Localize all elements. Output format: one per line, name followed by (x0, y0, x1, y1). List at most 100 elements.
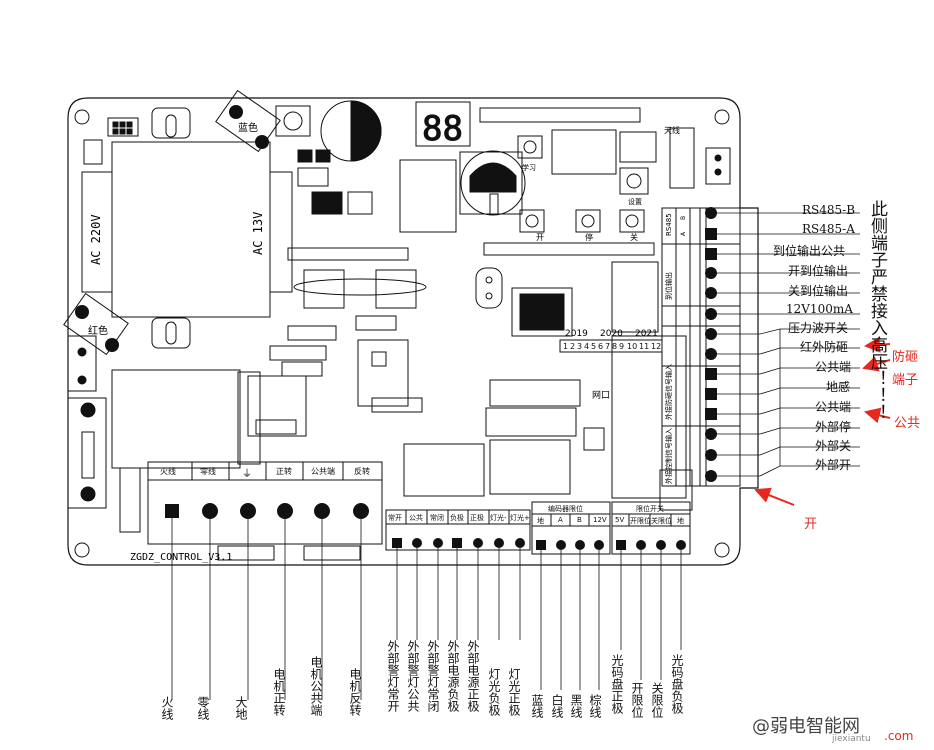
board-outline (67, 97, 759, 566)
annotation-terminal: 端子 (892, 373, 919, 388)
right-leader-lines (717, 212, 860, 477)
mounting-holes (74, 109, 730, 558)
annotation-common: 公共 (894, 416, 921, 431)
arrive-output-header: 到位输出 (664, 272, 673, 300)
encoder-terminal-screws (536, 540, 604, 550)
bottom-label-motor-common: 电机公共端 (309, 656, 323, 716)
power-header-common: 公共端 (311, 467, 335, 476)
encoder-header-12v: 12V (593, 516, 607, 524)
bottom-label-close-limit: 关限位 (650, 682, 664, 718)
left-components (67, 335, 261, 509)
bottom-leader-lines (171, 518, 682, 700)
jumper-number: 6 (598, 342, 603, 351)
jumper-number: 2 (570, 342, 575, 351)
high-voltage-warning: 此侧端子严禁接入高压！！！ (867, 200, 887, 421)
limit-terminal-block (611, 501, 691, 555)
red-wire-label: 红色 (88, 324, 108, 337)
red-arrows (754, 336, 891, 506)
red-wire-connector: 红色 (63, 292, 129, 356)
watermark-sub: jiexiantu (832, 734, 871, 744)
encoder-terminal-block (531, 501, 611, 555)
power-header-neutral: 零线 (200, 467, 216, 476)
open-button-label: 开 (536, 233, 544, 242)
limit-header-5v: 5V (615, 516, 625, 524)
bottom-label-alarm-nc: 外部警灯常闭 (426, 640, 440, 712)
bottom-label-black-wire: 黑线 (569, 694, 583, 718)
jumper-number: 8 (612, 342, 617, 351)
limit-header-close: 关限位 (651, 517, 672, 525)
svg-text:88: 88 (422, 109, 463, 149)
anti-smash-input-header: 外接防砸信号输入 (664, 364, 673, 420)
transformer (81, 107, 293, 349)
io-header-pos: 正极 (470, 514, 484, 522)
jumper-number: 1 (563, 342, 568, 351)
encoder-header-b: B (577, 516, 582, 524)
study-button-label: 学习 (522, 163, 536, 172)
bottom-label-encoder-neg: 光码盘负极 (670, 654, 684, 714)
top-components: 88 (83, 100, 731, 233)
transformer-primary-label: AC 220V (89, 214, 103, 265)
io-header-no: 常开 (388, 514, 402, 522)
bottom-label-ext-power-neg: 外部电源负极 (446, 640, 460, 712)
io-header-neg: 负极 (450, 514, 464, 522)
jumper-number: 9 (619, 342, 624, 351)
power-terminal-block (119, 461, 383, 561)
jumper-number: 7 (605, 342, 610, 351)
label-common-1: 公共端 (815, 360, 852, 374)
bottom-label-open-limit: 开限位 (630, 682, 644, 718)
middle-components (247, 242, 693, 511)
power-terminal-screws (165, 503, 369, 519)
antenna-label: 天线 (664, 125, 680, 135)
label-open-arrive-output: 开到位输出 (788, 264, 849, 278)
bottom-label-white-wire: 白线 (550, 694, 564, 718)
io-header-nc: 常闭 (430, 514, 444, 522)
rs485-pin-a: A (680, 231, 687, 236)
setting-button-label: 设置 (628, 197, 642, 206)
annotation-open: 开 (804, 517, 818, 532)
close-button-label: 关 (630, 232, 638, 242)
annotation-anti-smash: 防砸 (892, 350, 919, 365)
label-arrive-output-common: 到位输出公共 (773, 244, 846, 258)
bottom-label-motor-reverse: 电机反转 (348, 668, 362, 716)
bottom-label-earth: 大地 (234, 696, 248, 720)
label-external-stop: 外部停 (815, 420, 852, 434)
bottom-label-live: 火线 (160, 696, 174, 720)
bottom-label-brown-wire: 棕线 (588, 694, 602, 718)
blue-wire-label: 蓝色 (238, 121, 258, 134)
limit-header-gnd: 地 (677, 517, 684, 525)
bottom-label-neutral: 零线 (196, 696, 210, 720)
label-external-close: 外部关 (815, 439, 852, 453)
jumper-number: 3 (577, 342, 582, 351)
external-control-input-header: 外接控制信号输入 (664, 428, 673, 484)
label-common-2: 公共端 (815, 400, 852, 414)
jumper-numbers: 1 2 3 4 5 6 7 8 9 10 11 12 (559, 339, 663, 353)
jumper-number: 5 (591, 342, 596, 351)
year-2020: 2020 (600, 329, 623, 339)
year-2021: 2021 (635, 329, 658, 339)
encoder-header-gnd: 地 (537, 517, 544, 525)
blue-wire-connector: 蓝色 (215, 89, 281, 153)
jumper-number: 10 (627, 342, 637, 351)
encoder-title: 编码器限位 (548, 505, 583, 513)
board-model-label: ZGDZ_CONTROL_V3.1 (130, 552, 232, 563)
bottom-label-alarm-com: 外部警灯公共 (406, 640, 420, 712)
bottom-label-encoder-pos: 光码盘正极 (610, 654, 624, 714)
watermark-main: @弱电智能网 (752, 716, 860, 737)
year-2019: 2019 (565, 329, 588, 339)
rs485-header: RS485 (665, 213, 673, 236)
limit-terminal-screws (616, 540, 686, 550)
label-12v-output: 12V100mA (786, 302, 853, 316)
io-header-com: 公共 (409, 514, 423, 522)
label-close-arrive-output: 关到位输出 (788, 284, 849, 298)
label-rs485-b: RS485-B (802, 203, 856, 217)
bottom-label-ext-power-pos: 外部电源正极 (466, 640, 480, 712)
label-ir-anti-smash: 红外防砸 (800, 340, 849, 354)
ground-icon: ⏚ (242, 469, 252, 480)
transformer-secondary-label: AC 13V (251, 212, 265, 255)
power-header-live: 火线 (160, 467, 176, 476)
jumper-number: 4 (584, 342, 589, 351)
right-terminal-block (661, 207, 741, 487)
power-header-forward: 正转 (276, 467, 292, 476)
power-header-reverse: 反转 (354, 467, 370, 476)
io-terminal-screws (392, 538, 525, 548)
